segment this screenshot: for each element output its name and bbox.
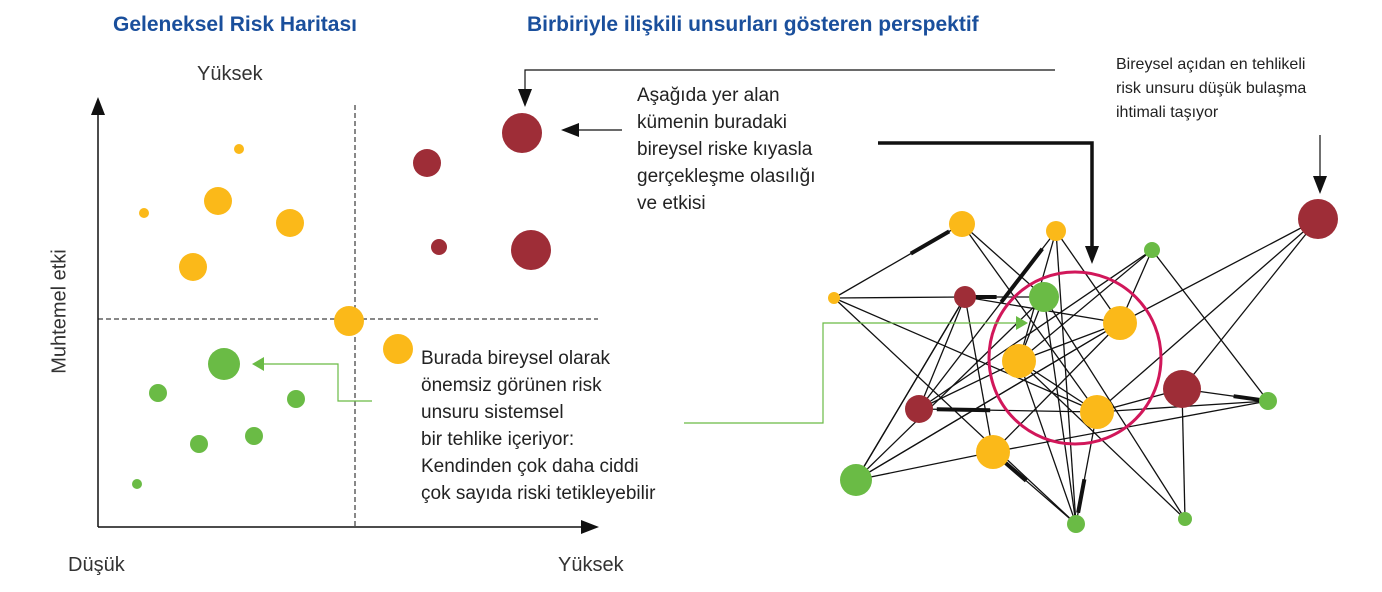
risk-node-green <box>245 427 263 445</box>
annotation-line: risk unsuru düşük bulaşma <box>1116 80 1307 97</box>
network-edge <box>918 296 966 410</box>
systemic-callout-arrow <box>252 357 372 402</box>
annotation-line: Bireysel açıdan en tehlikeli <box>1116 56 1306 73</box>
network-nodes <box>828 199 1338 533</box>
network-edge <box>1119 218 1319 324</box>
risk-map-nodes <box>132 113 551 489</box>
network-edges <box>833 218 1319 525</box>
network-node-green <box>1259 392 1277 410</box>
risk-node-green <box>190 435 208 453</box>
annotation-line: ihtimali taşıyor <box>1116 104 1219 121</box>
network-edge <box>855 296 966 481</box>
network-edge <box>1043 296 1186 520</box>
network-node-green <box>1178 512 1192 526</box>
network-edge <box>855 322 1121 481</box>
network-node-green <box>1029 282 1059 312</box>
annotation-line: Kendinden çok daha ciddi <box>421 456 639 477</box>
network-node-green <box>840 464 872 496</box>
network-node-green <box>1144 242 1160 258</box>
network-edge <box>1181 218 1319 390</box>
network-node-yellow <box>1046 221 1066 241</box>
network-edge <box>855 451 994 481</box>
network-edge-strong <box>936 407 991 413</box>
network-node-red <box>905 395 933 423</box>
systemic-callout-arrow-network <box>684 316 1028 424</box>
network-edge-strong <box>999 247 1044 304</box>
x-axis-low-label: Düşük <box>68 554 125 576</box>
network-edge <box>1151 249 1269 402</box>
network-node-red <box>1298 199 1338 239</box>
network-edge-strong <box>909 229 951 256</box>
risk-node-yellow <box>139 208 149 218</box>
network-node-yellow <box>1002 344 1036 378</box>
cluster-annotation: Aşağıda yer alan kümenin buradaki bireys… <box>637 82 815 217</box>
risk-node-yellow <box>334 306 364 336</box>
network-edge-strong <box>1076 478 1087 514</box>
network-edge <box>1043 296 1077 525</box>
network-node-yellow <box>1080 395 1114 429</box>
annotation-line: ve etkisi <box>637 193 706 214</box>
annotation-line: Aşağıda yer alan <box>637 85 780 106</box>
risk-node-yellow <box>276 209 304 237</box>
risk-node-red <box>511 230 551 270</box>
cluster-ring <box>987 270 1163 446</box>
risk-node-yellow <box>204 187 232 215</box>
network-node-red <box>1163 370 1201 408</box>
network-edge <box>961 223 1098 413</box>
network-node-yellow <box>828 292 840 304</box>
annotation-line: Burada bireysel olarak <box>421 348 611 369</box>
cluster-callout-arrow-network <box>878 141 1099 264</box>
cluster-callout-arrow-top <box>518 69 1055 107</box>
right-diagram-title: Birbiriyle ilişkili unsurları gösteren p… <box>527 13 979 36</box>
network-edge <box>1096 218 1319 413</box>
y-axis-high-label: Yüksek <box>197 63 263 85</box>
annotation-line: unsuru sistemsel <box>421 402 564 423</box>
network-edge <box>1018 322 1121 362</box>
annotation-line: bireysel riske kıyasla <box>637 139 813 160</box>
network-edge <box>1055 230 1121 324</box>
network-edge <box>918 249 1153 410</box>
network-edge <box>918 360 1020 410</box>
individual-annotation: Bireysel açıdan en tehlikeli risk unsuru… <box>1116 53 1306 125</box>
y-axis-title: Muhtemel etki <box>48 249 71 374</box>
annotation-line: önemsiz görünen risk <box>421 375 602 396</box>
risk-node-red <box>502 113 542 153</box>
network-edge-strong <box>1233 394 1260 402</box>
network-node-yellow <box>1103 306 1137 340</box>
risk-node-green <box>149 384 167 402</box>
risk-node-yellow <box>234 144 244 154</box>
network-edge <box>1018 249 1153 362</box>
network-edge <box>992 400 1269 453</box>
network-node-red <box>954 286 976 308</box>
annotation-line: gerçekleşme olasılığı <box>637 166 816 187</box>
risk-node-yellow <box>383 334 413 364</box>
risk-node-red <box>431 239 447 255</box>
network-edge <box>855 296 1045 481</box>
x-axis-high-label: Yüksek <box>558 554 624 576</box>
risk-node-green <box>208 348 240 380</box>
left-chart-title: Geleneksel Risk Haritası <box>113 13 357 36</box>
annotation-line: çok sayıda riski tetikleyebilir <box>421 483 656 504</box>
risk-node-yellow <box>179 253 207 281</box>
network-edge <box>1181 388 1186 520</box>
systemic-annotation: Burada bireysel olarak önemsiz görünen r… <box>421 345 655 507</box>
annotation-line: kümenin buradaki <box>637 112 787 133</box>
risk-node-red <box>413 149 441 177</box>
risk-node-green <box>132 479 142 489</box>
network-node-yellow <box>976 435 1010 469</box>
network-edge <box>833 296 966 299</box>
network-node-green <box>1067 515 1085 533</box>
annotation-line: bir tehlike içeriyor: <box>421 429 575 450</box>
risk-node-green <box>287 390 305 408</box>
network-node-yellow <box>949 211 975 237</box>
